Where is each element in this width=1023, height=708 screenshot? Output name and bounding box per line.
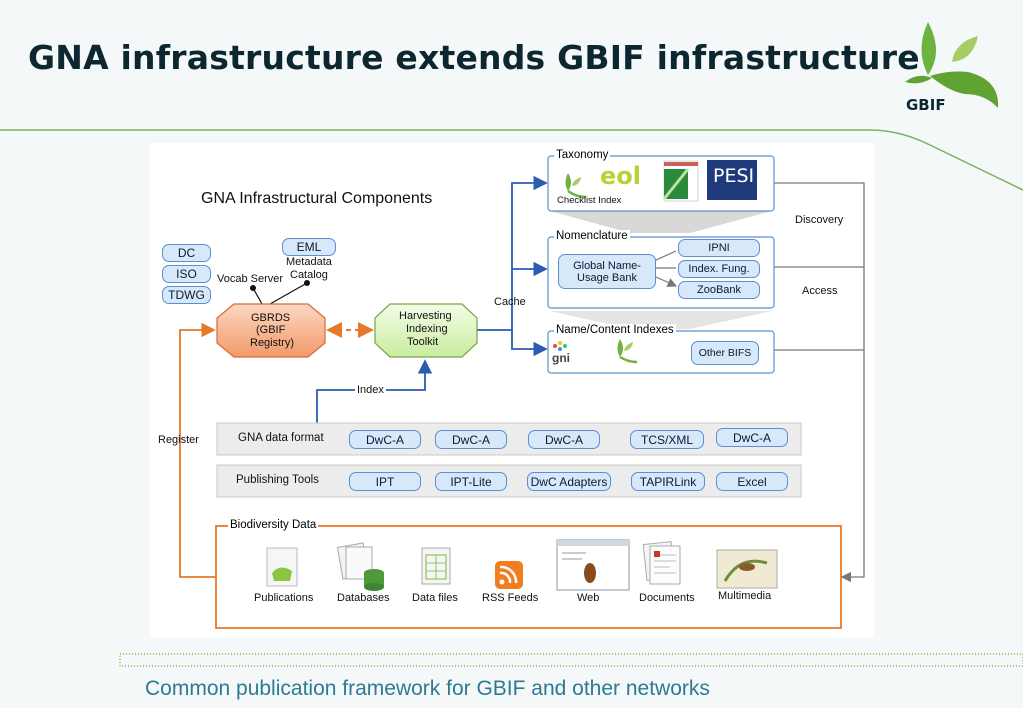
web-icon xyxy=(556,539,630,591)
slide-footer: Common publication framework for GBIF an… xyxy=(145,677,710,700)
gbrds-label: GBRDS xyxy=(251,312,291,324)
discovery-label: Discovery xyxy=(795,214,844,226)
bio-web: Web xyxy=(577,592,600,604)
format-dwca-5: DwC-A xyxy=(716,428,788,447)
slide-title: GNA infrastructure extends GBIF infrastr… xyxy=(28,38,920,77)
nomenclature-title: Nomenclature xyxy=(554,230,630,242)
gni-icon xyxy=(553,341,567,351)
bio-data-files: Data files xyxy=(412,592,458,604)
gni-logo: gni xyxy=(552,351,570,365)
toolkit-line-1: Harvesting xyxy=(399,310,452,322)
documents-icon xyxy=(642,541,681,585)
taxonomy-title: Taxonomy xyxy=(554,149,611,161)
tool-tapirlink: TAPIRLink xyxy=(631,472,705,491)
vocab-server-label: Vocab Server xyxy=(217,273,284,285)
format-dwca-2: DwC-A xyxy=(435,430,507,449)
gnub-line-2: Usage Bank xyxy=(577,271,637,284)
format-tcs-xml: TCS/XML xyxy=(630,430,704,449)
tool-dwc-adapters: DwC Adapters xyxy=(527,472,611,491)
tool-excel: Excel xyxy=(716,472,788,491)
format-dwca-1: DwC-A xyxy=(349,430,421,449)
bio-multimedia: Multimedia xyxy=(718,590,772,602)
registry-shape xyxy=(216,303,326,358)
eol-logo: eol xyxy=(600,162,641,190)
register-label: Register xyxy=(158,434,199,446)
name-indexes-title: Name/Content Indexes xyxy=(554,324,676,336)
bio-databases: Databases xyxy=(337,592,390,604)
gnub-line-1: Global Name- xyxy=(573,259,641,272)
gbif-logo-text: GBIF xyxy=(906,96,946,114)
publications-icon xyxy=(266,547,298,587)
multimedia-icon xyxy=(716,549,778,589)
cache-label: Cache xyxy=(494,296,526,308)
access-label: Access xyxy=(802,285,838,297)
gbif-small-icon-2 xyxy=(617,339,638,364)
diagram-connectors xyxy=(179,155,865,629)
zoobank-pill: ZooBank xyxy=(678,281,760,299)
standard-iso: ISO xyxy=(162,265,211,283)
format-dwca-3: DwC-A xyxy=(528,430,600,449)
bio-rss-feeds: RSS Feeds xyxy=(482,592,539,604)
other-bifs-pill: Other BIFS xyxy=(691,341,759,365)
rss-feeds-icon xyxy=(495,561,523,589)
index-label: Index xyxy=(355,384,386,396)
gbrds-sub-2: Registry) xyxy=(250,337,295,349)
databases-icon xyxy=(336,542,384,591)
data-files-icon xyxy=(421,547,451,585)
toolkit-line-3: Toolkit xyxy=(407,336,439,348)
gbif-logo-icon xyxy=(905,22,999,108)
metadata-label: Metadata xyxy=(286,256,332,268)
data-format-label: GNA data format xyxy=(238,432,324,444)
gnub-box: Global Name- Usage Bank xyxy=(558,254,656,289)
gbrds-sub-1: (GBIF xyxy=(256,324,286,336)
toolkit-line-2: Indexing xyxy=(406,323,448,335)
diagram-heading: GNA Infrastructural Components xyxy=(201,190,433,207)
bio-publications: Publications xyxy=(254,592,314,604)
checklist-index-label: Checklist Index xyxy=(557,195,622,206)
catalogue-of-life-icon xyxy=(662,160,699,202)
standard-tdwg: TDWG xyxy=(162,286,211,304)
toolkit-shape xyxy=(374,303,478,358)
gna-diagram: GNA Infrastructural Components DC ISO TD… xyxy=(150,143,874,638)
eml-pill: EML xyxy=(282,238,336,256)
tool-ipt-lite: IPT-Lite xyxy=(435,472,507,491)
pesi-logo-icon xyxy=(707,160,757,200)
gbif-small-icon xyxy=(565,173,587,199)
tool-ipt: IPT xyxy=(349,472,421,491)
biodiversity-title: Biodiversity Data xyxy=(228,519,319,531)
publishing-tools-label: Publishing Tools xyxy=(236,474,319,486)
standard-dc: DC xyxy=(162,244,211,262)
ipni-pill: IPNI xyxy=(678,239,760,257)
pesi-logo: PESI xyxy=(713,165,755,187)
index-fung-pill: Index. Fung. xyxy=(678,260,760,278)
catalog-label: Catalog xyxy=(290,269,328,281)
bio-documents: Documents xyxy=(639,592,695,604)
